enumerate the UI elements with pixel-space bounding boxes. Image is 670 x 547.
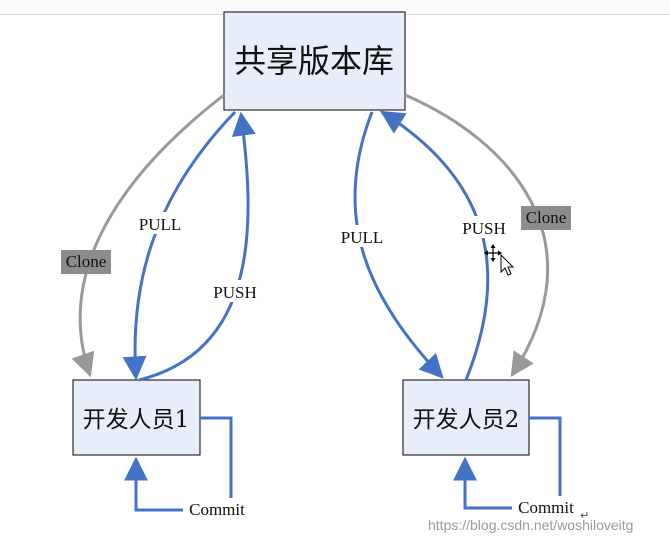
developer-1-label: 开发人员1 bbox=[83, 407, 190, 433]
pull-left-arrow bbox=[122, 110, 237, 381]
clone-right-arrow bbox=[404, 93, 550, 378]
pull-left-label: PULL bbox=[139, 215, 182, 234]
clone-right-label: Clone bbox=[526, 208, 567, 227]
shared-repo-label: 共享版本库 bbox=[234, 42, 394, 80]
push-right-label: PUSH bbox=[462, 219, 505, 238]
developer-2-label: 开发人员2 bbox=[413, 407, 520, 433]
developer-1-node: 开发人员1 bbox=[72, 379, 201, 456]
clone-left-arrow bbox=[71, 93, 225, 378]
pull-right-label: PULL bbox=[341, 228, 384, 247]
push-right-label-bg bbox=[456, 216, 512, 238]
clone-right-badge bbox=[521, 206, 571, 230]
move-cursor-icon bbox=[484, 244, 502, 262]
pull-right-label-bg bbox=[335, 225, 389, 247]
commit-right-label-bg bbox=[512, 496, 582, 518]
watermark-text: https://blog.csdn.net/woshiloveitg bbox=[428, 517, 634, 533]
commit-right-label: Commit bbox=[518, 498, 574, 517]
clone-left-label: Clone bbox=[66, 252, 107, 271]
pull-left-label-bg bbox=[133, 212, 187, 234]
push-left-label-bg bbox=[207, 280, 263, 302]
developer-2-node: 开发人员2 bbox=[402, 379, 530, 456]
clone-left-badge bbox=[61, 250, 111, 274]
push-right-arrow bbox=[379, 110, 490, 381]
commit-left-label: Commit bbox=[189, 500, 245, 519]
pointer-cursor-icon bbox=[500, 253, 515, 276]
paragraph-return-icon: ↵ bbox=[580, 509, 590, 522]
push-left-label: PUSH bbox=[213, 283, 256, 302]
commit-left-label-bg bbox=[183, 498, 253, 520]
shared-repo-node: 共享版本库 bbox=[223, 11, 406, 111]
push-left-arrow bbox=[138, 111, 256, 382]
pull-right-arrow bbox=[353, 111, 444, 379]
